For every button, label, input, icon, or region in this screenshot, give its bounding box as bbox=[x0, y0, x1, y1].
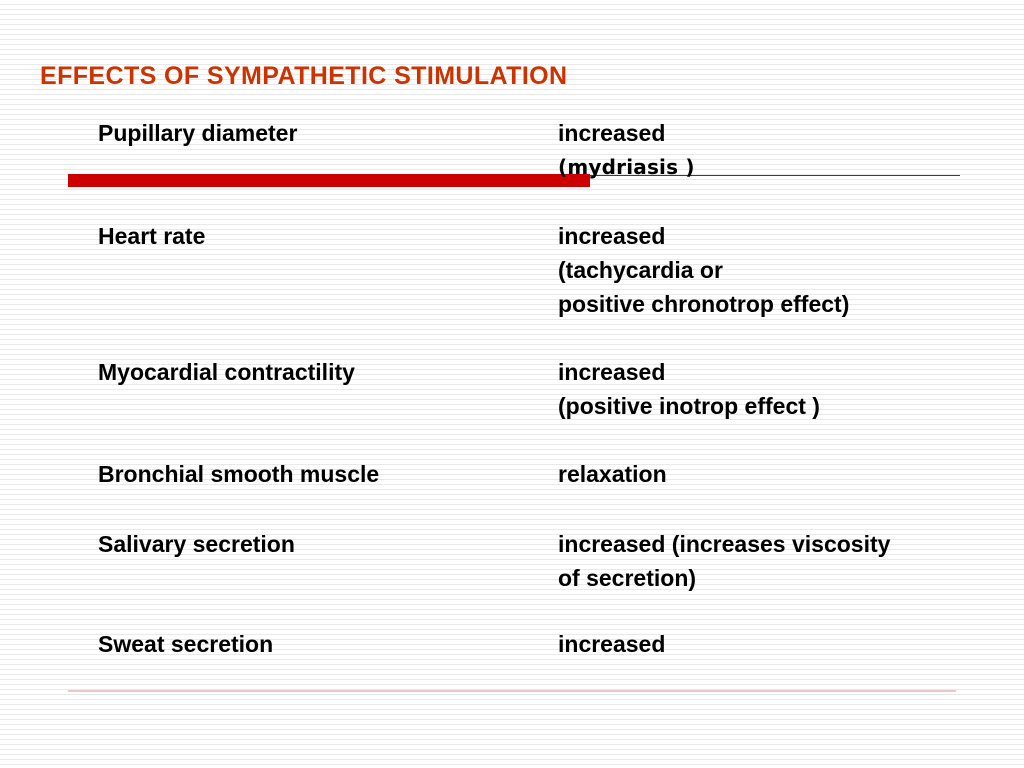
effect-line: positive chronotrop effect) bbox=[558, 291, 850, 317]
effect-line: increased bbox=[558, 631, 666, 657]
effect-line: relaxation bbox=[558, 461, 667, 487]
effect-line: increased (increases viscosity bbox=[558, 531, 891, 557]
term-myocardial-contractility: Myocardial contractility bbox=[98, 359, 355, 385]
title-accent-bar bbox=[68, 174, 590, 187]
term-heart-rate: Heart rate bbox=[98, 223, 206, 249]
effect-bronchial-smooth-muscle: relaxation bbox=[558, 457, 667, 491]
effect-line: increased bbox=[558, 359, 666, 385]
term-bronchial-smooth-muscle: Bronchial smooth muscle bbox=[98, 461, 380, 487]
effect-myocardial-contractility: increased (positive inotrop effect ) bbox=[558, 355, 820, 423]
effect-heart-rate: increased (tachycardia or positive chron… bbox=[558, 219, 849, 321]
footer-divider bbox=[68, 690, 956, 692]
term-pupillary-diameter: Pupillary diameter bbox=[98, 120, 298, 146]
slide-title: EFFECTS OF SYMPATHETIC STIMULATION bbox=[40, 62, 568, 90]
effect-line: increased bbox=[558, 120, 666, 146]
effect-line: of secretion) bbox=[558, 565, 697, 591]
effect-line: (tachycardia or bbox=[558, 257, 723, 283]
effect-line: increased bbox=[558, 223, 666, 249]
effect-line: (mydriasis ) bbox=[558, 155, 695, 179]
effect-salivary-secretion: increased (increases viscosity of secret… bbox=[558, 527, 890, 595]
term-salivary-secretion: Salivary secretion bbox=[98, 531, 295, 557]
effect-sweat-secretion: increased bbox=[558, 627, 665, 661]
term-sweat-secretion: Sweat secretion bbox=[98, 631, 274, 657]
title-accent-line bbox=[590, 175, 960, 176]
effect-line: (positive inotrop effect ) bbox=[558, 393, 820, 419]
effect-pupillary-diameter: increased (mydriasis ) bbox=[558, 116, 695, 184]
